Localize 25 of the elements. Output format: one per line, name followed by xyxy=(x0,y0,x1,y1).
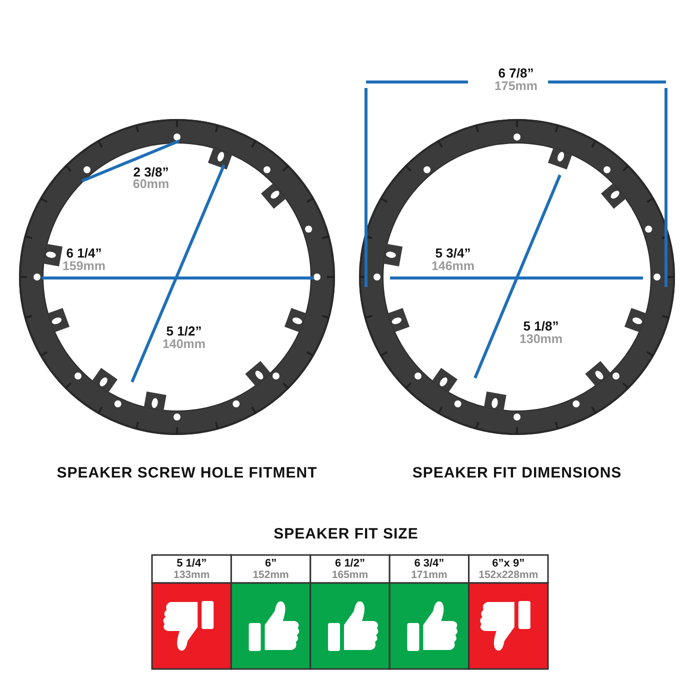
table-cell-text: 6” xyxy=(264,558,277,570)
table-cell-text: 6 1/2” xyxy=(335,558,365,570)
table-cell-text: 165mm xyxy=(332,570,368,580)
dimension-label: 2 3/8” xyxy=(133,166,169,178)
dimension-label: 159mm xyxy=(62,260,106,272)
caption: SPEAKER FIT SIZE xyxy=(274,526,418,542)
table-cell-text: 152x228mm xyxy=(478,570,538,580)
dimension-label: 130mm xyxy=(519,332,563,346)
table-cell-text: 133mm xyxy=(174,570,210,580)
dimension-label: 5 3/4” xyxy=(435,246,471,260)
table-cell-text: 152mm xyxy=(252,570,289,580)
table-cell-text: 171mm xyxy=(411,570,448,580)
caption: SPEAKER FIT DIMENSIONS xyxy=(412,466,622,480)
dimension-label: 146mm xyxy=(431,260,475,272)
dimension-label: 5 1/2” xyxy=(166,324,202,338)
dimension-label: 60mm xyxy=(132,178,170,190)
dimension-label: 140mm xyxy=(162,338,206,350)
table-cell-text: 5 1/4” xyxy=(176,558,207,570)
dimension-label: 6 1/4” xyxy=(66,246,102,260)
table-cell-text: 6 3/4” xyxy=(414,558,444,570)
table-cell-text: 6”x 9” xyxy=(492,558,525,570)
dimension-label: 5 1/8” xyxy=(523,320,559,332)
caption: SPEAKER SCREW HOLE FITMENT xyxy=(56,466,318,480)
dimension-label: 175mm xyxy=(494,80,538,92)
dimension-label: 6 7/8” xyxy=(498,66,534,80)
